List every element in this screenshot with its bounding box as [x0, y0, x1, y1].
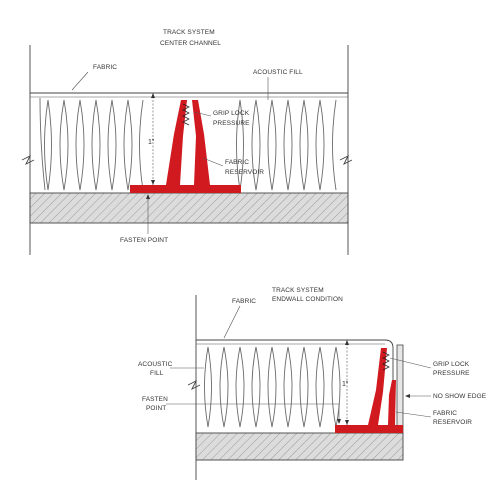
endwall-substrate — [195, 432, 404, 461]
label-grip-lock-1: GRIP LOCK — [213, 110, 250, 117]
endwall-label-fasten-point-2: POINT — [146, 405, 166, 412]
dimension-1-inch-top: 1" — [148, 93, 155, 185]
acoustic-fill-right — [236, 99, 337, 191]
endwall-track-base-plate — [335, 425, 403, 433]
endwall-acoustic-fill — [204, 346, 341, 428]
endwall-leader-fabric — [223, 305, 241, 339]
track-channel-body — [166, 100, 187, 185]
endwall-wall — [396, 344, 404, 434]
endwall-track — [335, 348, 403, 433]
dimension-1-inch-bottom: 1" — [342, 340, 349, 425]
track-base-plate — [130, 185, 241, 193]
label-fabric-reservoir-2: RESERVOIR — [225, 169, 264, 176]
substrate-wall — [29, 192, 349, 224]
label-fasten-point: FASTEN POINT — [120, 237, 168, 244]
endwall-label-fasten-point-1: FASTEN — [142, 396, 168, 403]
endwall-label-fabric-reservoir-1: FABRIC — [433, 410, 457, 417]
endwall-label-fabric-reservoir-2: RESERVOIR — [433, 419, 472, 426]
endwall-label-acoustic-fill-1: ACOUSTIC — [138, 361, 173, 368]
label-grip-lock-2: PRESSURE — [213, 120, 250, 127]
endwall-label-grip-lock-2: PRESSURE — [433, 370, 470, 377]
endwall-label-no-show-edge: NO SHOW EDGE — [433, 393, 487, 400]
center-channel-track — [130, 100, 241, 193]
endwall-leader-grip-lock — [389, 357, 432, 369]
leader-grip-lock — [193, 111, 212, 117]
endwall-label-fabric: FABRIC — [232, 298, 256, 305]
endwall-label-acoustic-fill-2: FILL — [150, 370, 164, 377]
label-fabric: FABRIC — [93, 64, 117, 71]
endwall-title-line-2: ENDWALL CONDITION — [272, 296, 343, 303]
endwall-fabric-wrap — [384, 339, 394, 424]
grip-lock-teeth — [182, 103, 190, 126]
center-channel-detail: 1" TRACK SYSTEM CENTER CHANNEL FABRIC AC… — [21, 29, 353, 255]
endwall-dimension-label: 1" — [342, 381, 349, 388]
break-line-right — [339, 154, 353, 166]
title-line-1: TRACK SYSTEM — [163, 29, 215, 36]
endwall-grip-lock-teeth — [382, 351, 390, 371]
leader-fabric-reservoir — [202, 157, 224, 167]
title-line-2: CENTER CHANNEL — [160, 40, 221, 47]
endwall-leader-fabric-reservoir — [395, 411, 432, 418]
label-fabric-reservoir-1: FABRIC — [225, 159, 249, 166]
break-line-left — [21, 154, 35, 166]
endwall-break-line — [187, 379, 201, 391]
endwall-track-body — [368, 348, 387, 425]
endwall-title-line-1: TRACK SYSTEM — [272, 287, 324, 294]
endwall-condition-detail: 1" TRACK SYSTEM ENDWALL CONDITION FABRIC… — [138, 287, 487, 480]
acoustic-fill-left — [39, 97, 144, 191]
endwall-label-grip-lock-1: GRIP LOCK — [433, 361, 470, 368]
dimension-label: 1" — [148, 139, 155, 146]
label-acoustic-fill: ACOUSTIC FILL — [253, 69, 303, 76]
leader-fabric — [71, 71, 89, 91]
